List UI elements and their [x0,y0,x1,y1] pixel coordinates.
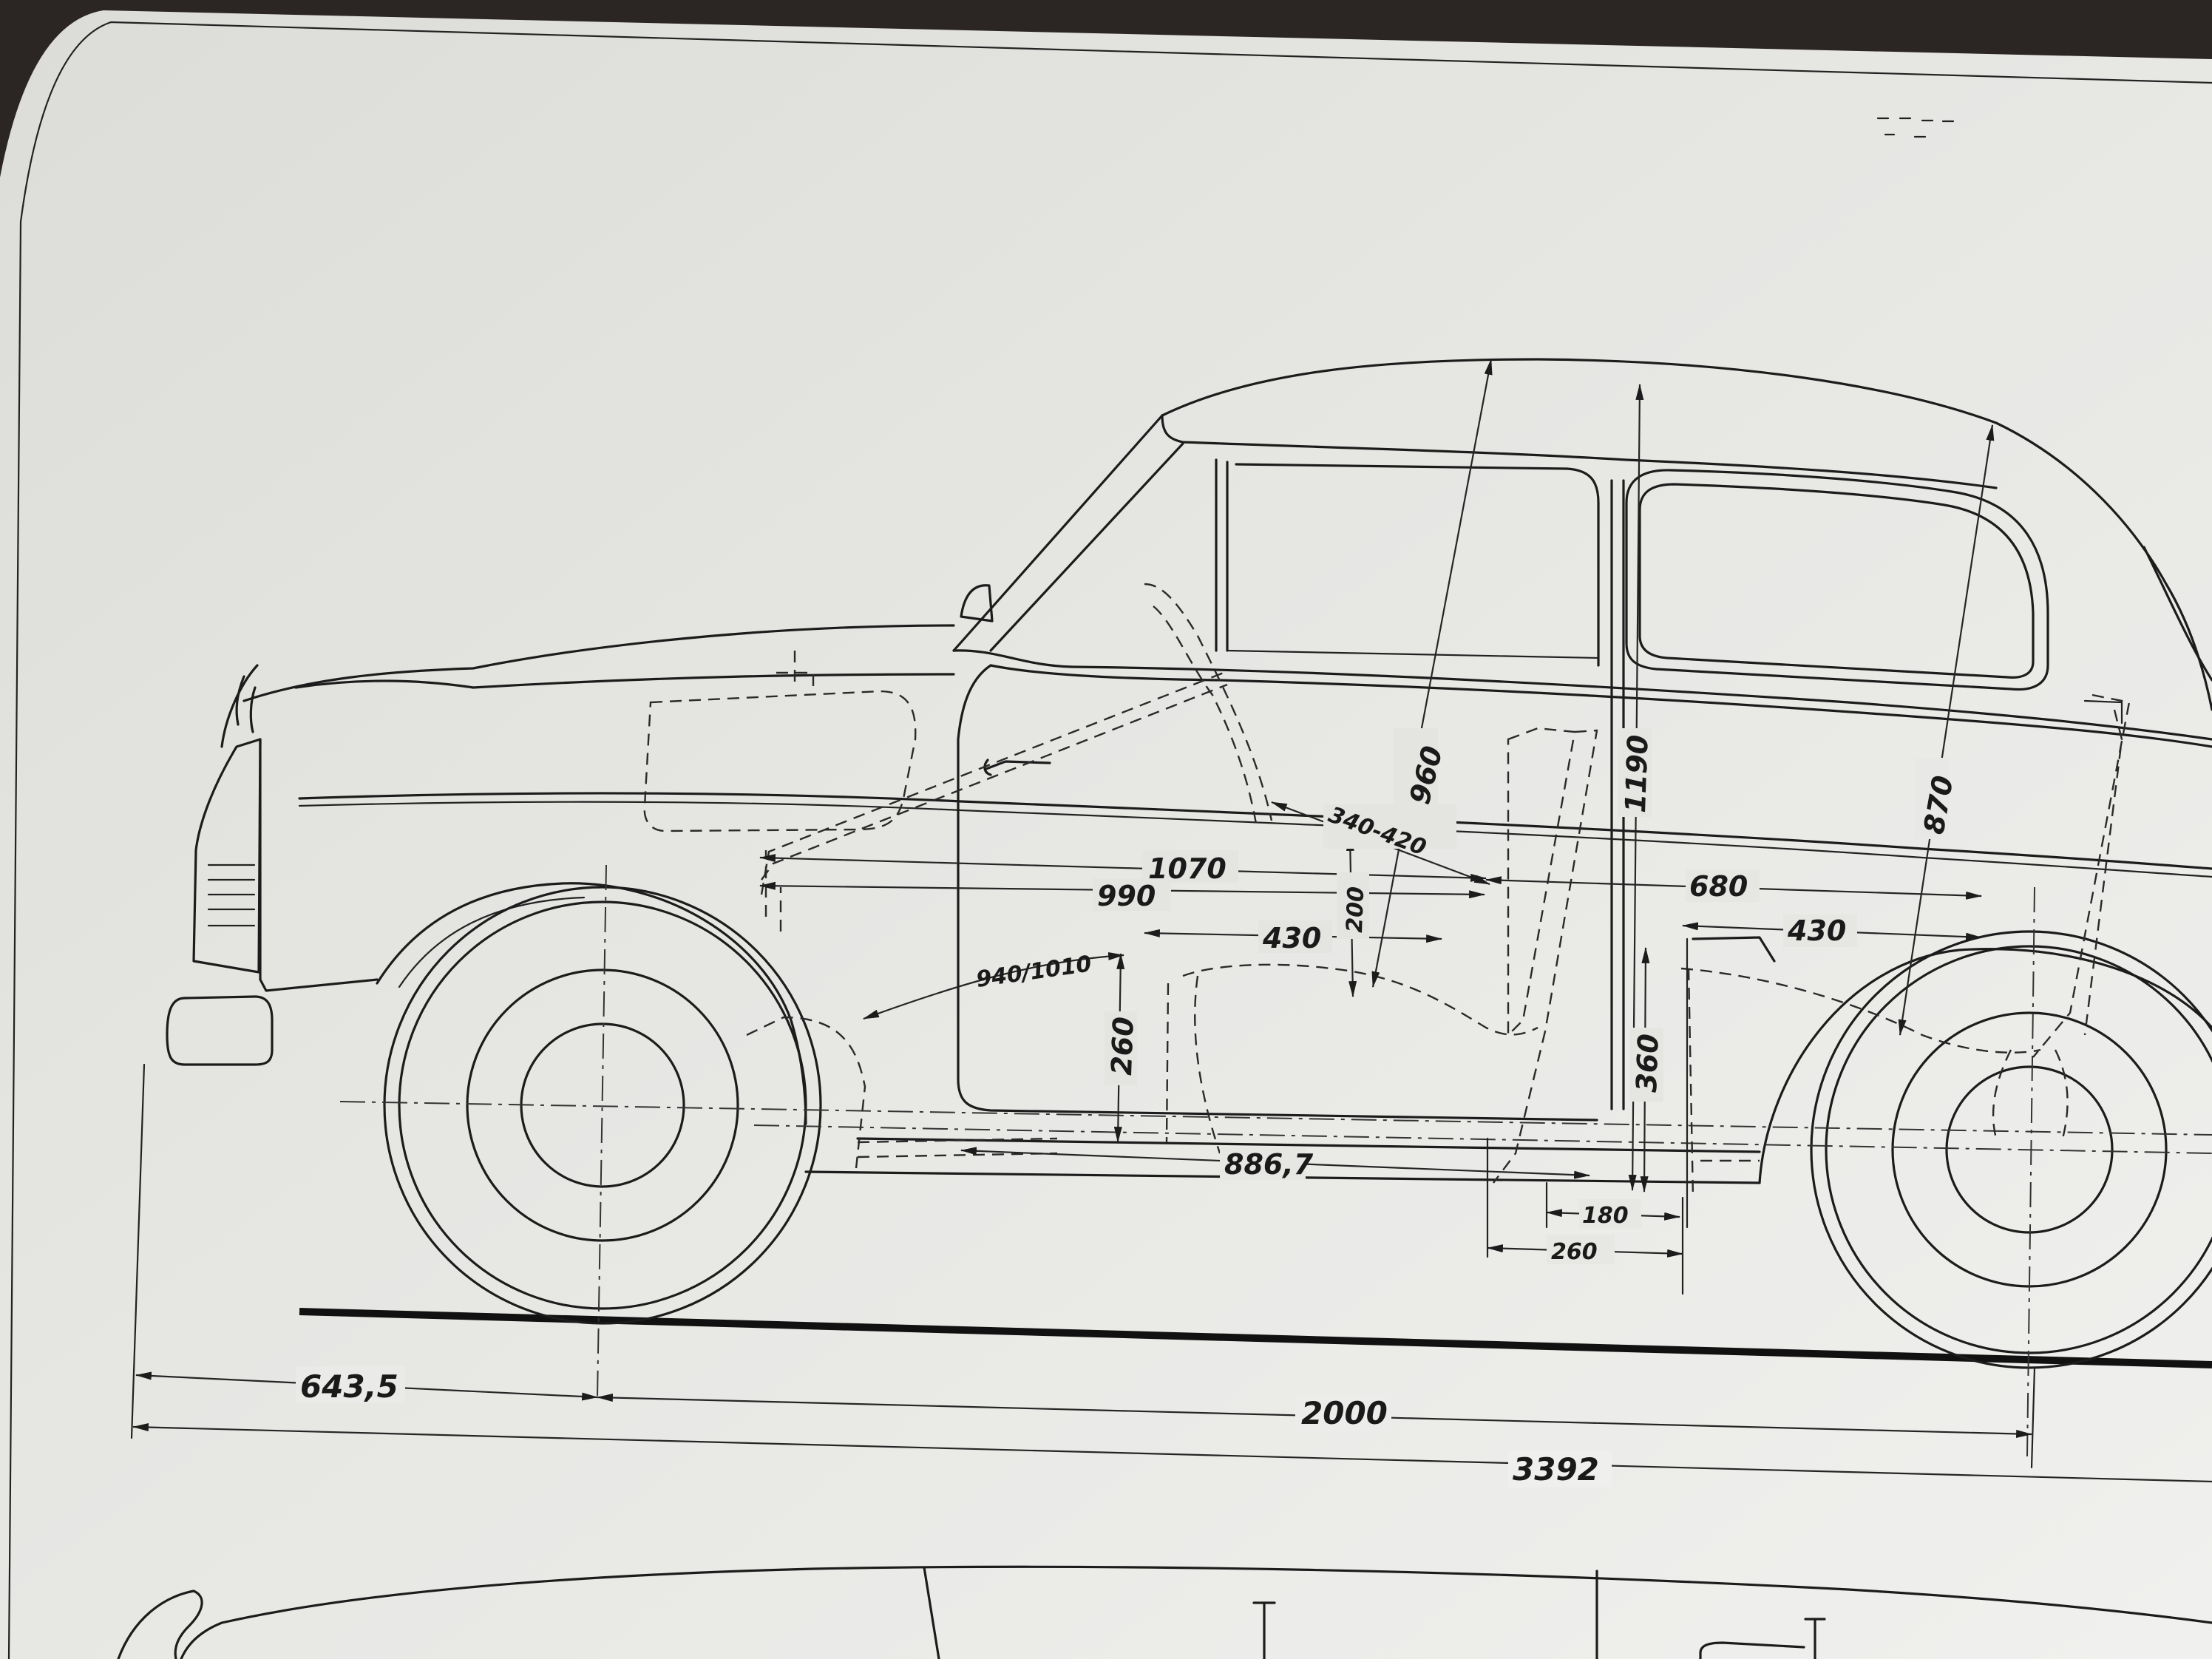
dim-line-3392 [132,1423,2212,1483]
headlight-rim [220,664,259,748]
waist-line [989,664,2212,748]
label-180: 180 [1582,1203,1629,1229]
door-handle [983,759,1051,776]
label-2000: 2000 [1301,1395,1388,1431]
second-view-outline [180,1565,2212,1659]
paper-sheet [0,10,2212,1659]
hood-crease [294,679,475,689]
front-axle-centerline [597,864,607,1398]
dim-extensions-rear [1486,937,1689,1295]
label-260-front: 260 [1105,1016,1140,1076]
rear-axle-centerline [2026,886,2035,1457]
second-view-detail [1699,1641,1805,1659]
front-door-outline [957,664,1598,1122]
label-643-5: 643,5 [300,1368,398,1405]
front-fender [259,738,379,992]
center-lines [339,864,2212,1457]
label-680: 680 [1689,870,1748,903]
label-1190: 1190 [1619,734,1655,813]
windshield-inner [989,442,1184,652]
pedal-box [764,850,782,932]
label-260-rear: 260 [1551,1239,1598,1265]
second-view-partial [117,1565,2212,1659]
c-pillar-edge [2143,546,2212,682]
hood-top [242,624,955,702]
windshield-outer [952,414,1164,652]
second-view-front [117,1590,203,1659]
front-wheelhouse [746,1016,866,1169]
second-view-pillars [923,1566,1598,1659]
ground-line [299,1308,2212,1368]
fuel-tank [643,690,917,832]
steering-wheel [1144,583,1273,829]
label-430-front: 430 [1262,922,1321,954]
label-200: 200 [1342,886,1369,933]
rear-spring [1992,1049,2069,1139]
side-mirror [960,584,994,622]
front-grille [192,738,262,974]
emblem [235,675,257,733]
label-990: 990 [1097,880,1156,912]
dim-line-940-1010 [862,951,1125,1020]
label-886-7: 886,7 [1224,1148,1314,1181]
label-430-rear: 430 [1787,915,1846,947]
hood-line-2 [472,673,955,689]
rear-seat-back [2032,693,2131,1058]
rear-vent [2083,699,2123,725]
front-bumper [166,995,274,1066]
front-wheel [383,886,822,1325]
filler-cap [776,651,815,689]
label-360: 360 [1630,1033,1665,1093]
front-window-frame [1235,463,1600,667]
dim-extensions-bottom [130,1063,2036,1469]
second-view-markers [1252,1601,1826,1659]
front-seat-back [1507,727,1598,1037]
floor-axis-line [753,1124,2212,1154]
corner-marks [1876,117,1955,138]
front-seat-base [1165,975,1221,1154]
roof-rail [1161,414,1998,489]
wheel-axis-line [339,1101,2212,1136]
rear-seat-base [1687,968,1760,1198]
front-arch-inner [398,896,586,988]
rear-side-window [1625,469,2049,691]
floor-front [857,1137,1058,1158]
page-border-line [7,21,2212,1659]
a-post [1215,458,1229,652]
label-3392: 3392 [1513,1451,1599,1487]
grille-slats [207,864,256,927]
belt-line [952,649,2212,741]
